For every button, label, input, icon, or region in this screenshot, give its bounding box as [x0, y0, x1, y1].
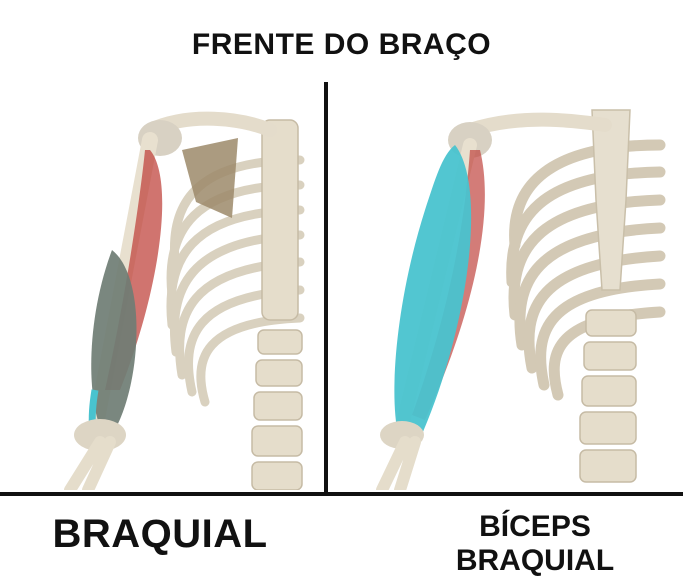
biceps-brachii-muscle [394, 145, 471, 460]
brachialis-illustration [0, 90, 322, 490]
clavicle [470, 120, 605, 130]
figure-title: FRENTE DO BRAÇO [0, 28, 683, 62]
baseline-rule [0, 492, 683, 496]
biceps-label-line-1: BÍCEPS [420, 510, 650, 544]
forearm [70, 442, 110, 490]
brachialis-label: BRAQUIAL [20, 512, 300, 557]
panel-divider [324, 82, 328, 496]
spine [580, 310, 636, 482]
forearm [382, 442, 415, 490]
scapula [182, 138, 238, 218]
biceps-brachii-label: BÍCEPS BRAQUIAL [420, 510, 650, 578]
biceps-brachii-illustration [330, 90, 683, 490]
biceps-label-line-2: BRAQUIAL [420, 544, 650, 578]
spine [252, 120, 302, 490]
